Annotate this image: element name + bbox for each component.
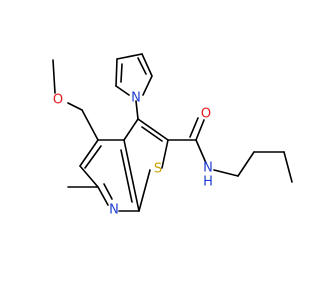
atom-n-amide: N bbox=[203, 161, 213, 176]
canvas-background bbox=[0, 0, 300, 300]
bonds bbox=[52, 53, 293, 212]
bond-c6-n7-inner bbox=[103, 183, 113, 200]
bond-carbonyl-o bbox=[195, 119, 205, 141]
atom-labels: O N O N S N H bbox=[53, 91, 213, 218]
bond-c1-c2 bbox=[237, 151, 255, 177]
bond-s1-c7a bbox=[138, 169, 151, 212]
bond-methyl-o-methoxy bbox=[52, 59, 56, 94]
bond-c4p-c5p bbox=[115, 58, 118, 87]
bond-c2p-c3p bbox=[141, 53, 153, 77]
atom-h-amide: H bbox=[203, 175, 213, 190]
bond-carbonyl-o-inner bbox=[189, 117, 199, 138]
atom-o-methoxy: O bbox=[53, 93, 63, 108]
bond-o-methoxy-ch2 bbox=[67, 102, 83, 111]
atom-n-pyridine: N bbox=[109, 203, 119, 218]
bond-c2-s1 bbox=[161, 139, 169, 169]
molecule-structure-diagram: O N O N S N H bbox=[0, 0, 300, 300]
bond-c5p-n-pyrrole bbox=[115, 85, 130, 96]
bond-c3a-c3 bbox=[123, 118, 139, 141]
bond-c4p-c5p-inner bbox=[120, 63, 123, 83]
bond-n-pyrrole-c2p bbox=[142, 75, 153, 96]
bond-c2p-c3p-inner bbox=[137, 57, 147, 75]
bond-c3-c4 bbox=[283, 151, 293, 183]
bond-carbonyl-n-amide bbox=[195, 139, 207, 164]
bond-c7a-c3a bbox=[123, 139, 140, 212]
atom-n-pyrrole: N bbox=[131, 91, 141, 106]
atom-o-carbonyl: O bbox=[201, 107, 211, 122]
bond-c3-c2 bbox=[137, 118, 169, 141]
bond-c6-n7 bbox=[97, 186, 109, 206]
bond-n-amide-c1 bbox=[213, 169, 239, 177]
bond-c4-c5-inner bbox=[84, 145, 102, 169]
atom-s-thiophene: S bbox=[154, 162, 162, 177]
bond-c3p-c4p bbox=[116, 53, 143, 60]
bond-c4-c5 bbox=[79, 139, 99, 167]
bond-c3-c2-inner bbox=[141, 126, 163, 142]
bond-ch2-c4 bbox=[81, 109, 99, 141]
bond-c5-c6 bbox=[79, 165, 99, 188]
bond-c3-n-pyrrole bbox=[135, 100, 139, 120]
bond-c7a-c3a-inner bbox=[120, 149, 133, 203]
